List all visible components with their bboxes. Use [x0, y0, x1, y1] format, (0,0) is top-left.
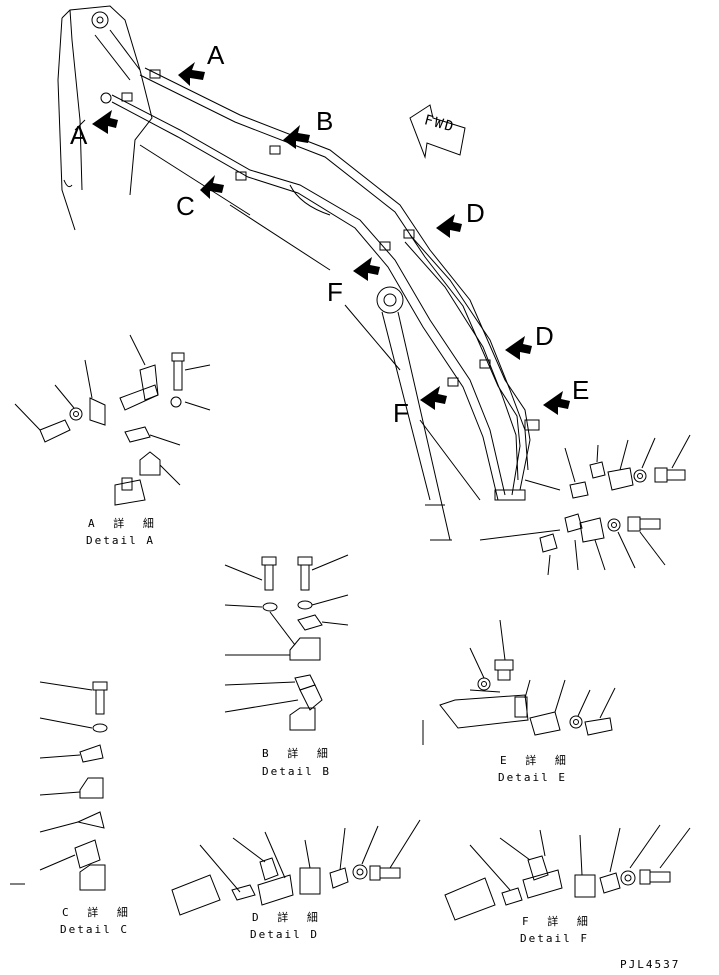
detail-b-parts [224, 554, 349, 731]
detail-f-title-en: Detail F [520, 932, 589, 945]
boom-structure [57, 5, 153, 231]
detail-a-title-en: Detail A [86, 534, 155, 547]
callout-a-top: A [207, 40, 225, 70]
detail-b-title-en: Detail B [262, 765, 331, 778]
detail-a-parts [14, 334, 211, 506]
detail-e-upper-parts [539, 434, 691, 576]
detail-e-parts [422, 619, 616, 745]
detail-f-parts [444, 824, 691, 921]
callout-f-lower: F [393, 398, 409, 428]
callout-d-lower: D [535, 321, 554, 351]
detail-d-parts [171, 819, 421, 916]
hose-lines [111, 67, 540, 501]
callout-a-left: A [70, 120, 88, 150]
fwd-arrow [409, 104, 466, 159]
callout-f-upper: F [327, 277, 343, 307]
detail-e-title-jp: E 詳 細 [500, 754, 572, 767]
detail-e-title-en: Detail E [498, 771, 567, 784]
callout-c: C [176, 191, 195, 221]
detail-c-title-jp: C 詳 細 [62, 906, 134, 919]
callout-d-upper: D [466, 198, 485, 228]
detail-f-title-jp: F 詳 細 [522, 915, 594, 928]
leader-lines [74, 119, 561, 541]
detail-a-title-jp: A 詳 細 [88, 517, 160, 530]
callout-b: B [316, 106, 334, 136]
callout-arrows [92, 62, 570, 415]
detail-d-title-jp: D 詳 細 [252, 911, 324, 924]
drawing-number: PJL4537 [620, 958, 681, 971]
detail-b-title-jp: B 詳 細 [262, 747, 334, 760]
detail-c-title-en: Detail C [60, 923, 129, 936]
detail-c-parts [10, 681, 108, 891]
detail-d-title-en: Detail D [250, 928, 319, 941]
arm-cylinder [376, 286, 452, 541]
callout-e: E [572, 375, 590, 405]
